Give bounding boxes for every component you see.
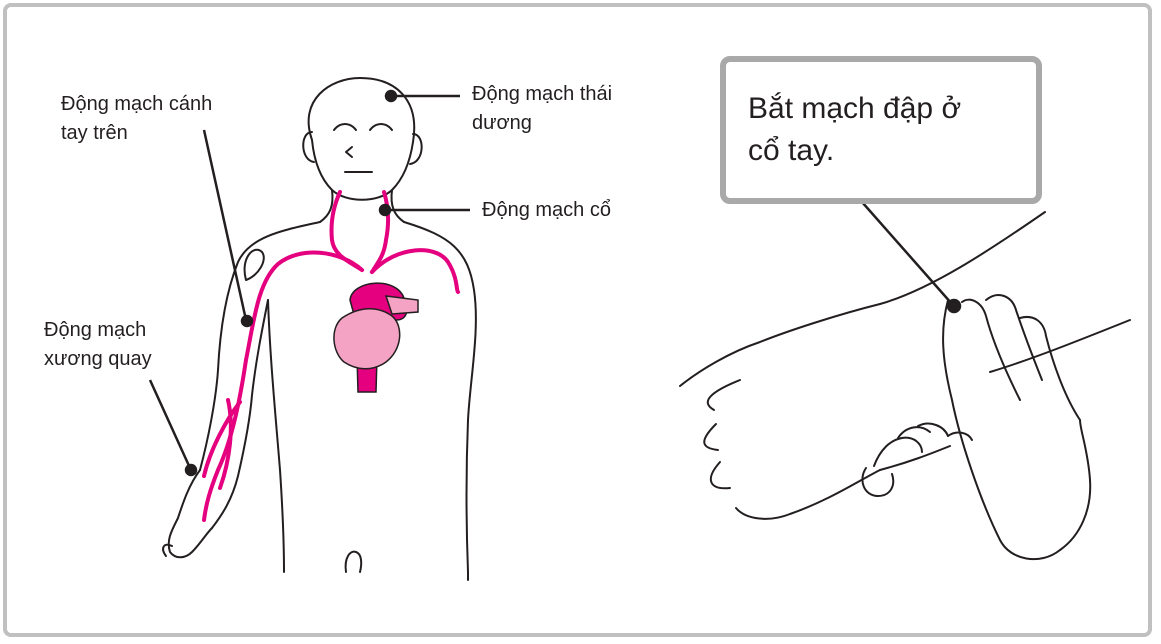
callout-box: Bắt mạch đập ở cổ tay. xyxy=(720,56,1042,204)
temporal-pulse-dot xyxy=(386,91,396,101)
radial-pulse-dot xyxy=(186,465,196,475)
callout-pointer xyxy=(862,202,960,312)
carotid-pulse-dot xyxy=(380,205,390,215)
heart-shape xyxy=(334,309,400,369)
label-carotid-artery: Động mạch cổ xyxy=(482,196,682,225)
wrist-pulse-dot xyxy=(948,300,960,312)
hands-illustration xyxy=(680,212,1130,559)
callout-text: Bắt mạch đập ở cổ tay. xyxy=(748,88,1014,172)
label-radial-artery: Động mạch xương quay xyxy=(44,316,244,374)
label-temporal-artery: Động mạch thái dương xyxy=(472,80,692,138)
label-brachial-artery: Động mạch cánh tay trên xyxy=(61,90,281,148)
